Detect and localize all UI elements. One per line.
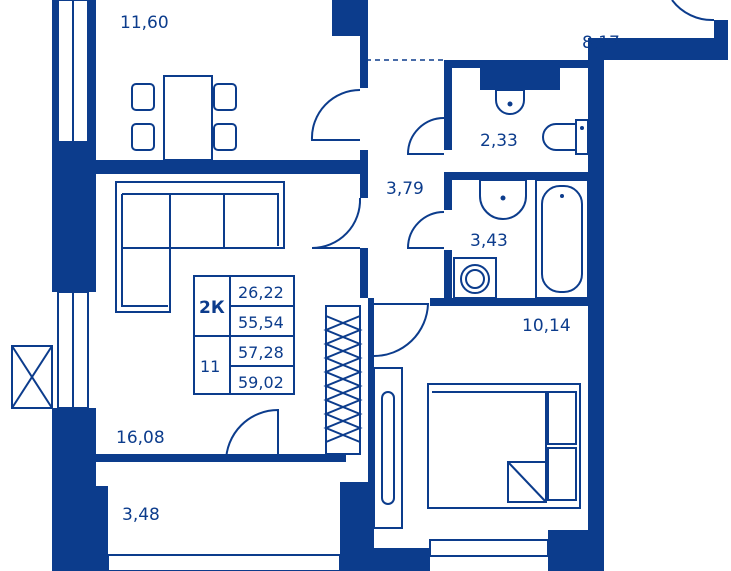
hall-left-wall-upper [360,150,368,198]
apartment-number: 11 [200,357,220,376]
bath-left-wall-upper [444,180,452,210]
bath-bedroom-partition [430,298,604,306]
bedroom-wardrobe [373,367,403,529]
loggia-door [671,0,715,22]
wc-area: 2,33 [480,131,518,151]
room-labels: 11,60 8,17 2,33 3,79 3,43 10,14 16,08 3,… [116,13,620,525]
living-bottom-wall [96,454,346,462]
wc-shaft [480,60,560,90]
upper-right-wall [588,38,728,60]
bedroom-window [429,539,549,557]
hall-area: 3,79 [386,179,424,199]
bedroom-door [373,303,430,357]
bath-fixtures [453,179,589,299]
kitchen-right-wall [360,0,368,88]
wc-fixtures [495,89,589,155]
kitchen-living-partition [96,160,366,174]
furniture [115,75,589,529]
windows [11,0,549,571]
toilet-bowl [542,123,577,151]
dining-chairs [131,83,237,151]
right-outer-wall [588,60,604,560]
dining-table [163,75,213,161]
apartment-type: 2К [199,298,225,318]
bedroom-bottom-right-wall [548,530,604,571]
left-outer-wall-bottom [52,408,96,571]
living-area-value: 26,22 [238,283,284,302]
living-area: 16,08 [116,428,165,448]
bedroom-left-wall [368,298,374,560]
double-bed [427,383,581,509]
apartment-legend: 2К 11 26,22 55,54 57,28 59,02 [193,275,295,395]
bath-door [406,211,445,249]
wc-left-wall [444,60,452,150]
total-area-full-value: 59,02 [238,373,284,392]
total-area-value: 55,54 [238,313,284,332]
kitchen-door [310,88,361,141]
left-outer-wall-mid [52,142,96,292]
living-wardrobe [323,305,363,455]
balcony-door [225,408,279,463]
bath-area: 3,43 [470,231,508,251]
hall-left-wall-lower [360,248,368,298]
toilet-tank [575,119,589,155]
corner-sofa [115,181,285,313]
wc-door [406,117,445,155]
balcony-area: 3,48 [122,505,160,525]
doors [225,0,715,463]
living-door [311,197,362,250]
bedroom-area: 10,14 [522,316,571,336]
bedroom-bottom-left-wall [374,548,430,571]
kitchen-area: 11,60 [120,13,169,33]
total-area-balcony-value: 57,28 [238,343,284,362]
wc-bath-partition [444,172,604,180]
upper-right-wall-end [714,20,728,60]
walls [52,0,728,571]
balcony-window [107,554,341,571]
balcony-right-wall [340,482,374,571]
bath-left-wall-lower [444,250,452,300]
balcony-left-wall [96,486,108,571]
loggia-area: 8,17 [582,33,620,53]
